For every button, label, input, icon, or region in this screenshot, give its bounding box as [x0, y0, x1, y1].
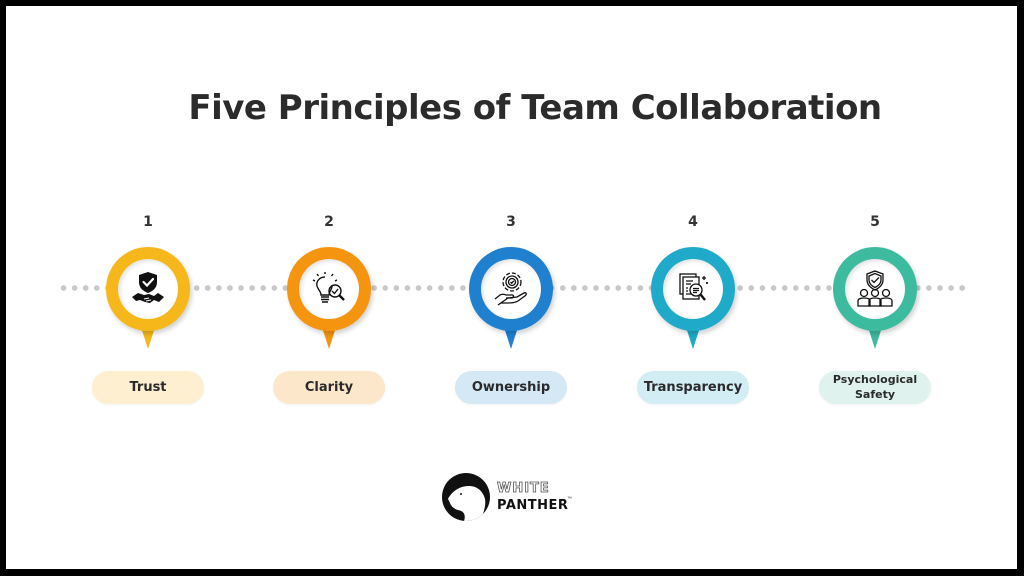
slide: Five Principles of Team Collaboration 1 … — [6, 6, 1017, 569]
principle-ownership: 3 Ownership — [431, 206, 591, 416]
pin-marker — [833, 247, 917, 351]
white-panther-logo: WHITE PANTHER ™ — [442, 473, 582, 525]
principle-label: Transparency — [637, 371, 749, 404]
logo-text-white: WHITE — [497, 481, 550, 497]
pin-marker — [651, 247, 735, 351]
step-number: 5 — [870, 214, 880, 230]
shield-team-icon — [857, 270, 893, 307]
step-number: 1 — [143, 214, 153, 230]
pin-marker — [469, 247, 553, 351]
principle-psychological-safety: 5 Psychological Safety — [795, 206, 955, 416]
lightbulb-magnifier-icon — [312, 272, 345, 303]
step-number: 2 — [324, 214, 334, 230]
principle-label: Clarity — [273, 371, 385, 404]
principle-label: Ownership — [455, 371, 567, 404]
page-title: Five Principles of Team Collaboration — [188, 88, 882, 128]
logo-text-panther: PANTHER — [497, 498, 569, 513]
documents-magnifier-icon — [679, 273, 708, 301]
pin-marker — [287, 247, 371, 351]
shield-handshake-icon — [132, 272, 164, 303]
trademark: ™ — [567, 496, 572, 502]
principle-label: Trust — [92, 371, 204, 404]
panther-icon — [442, 473, 490, 521]
step-number: 4 — [688, 214, 698, 230]
principle-transparency: 4 Transparency — [613, 206, 773, 416]
step-number: 3 — [506, 214, 516, 230]
principle-clarity: 2 Clarity — [249, 206, 409, 416]
pin-marker — [106, 247, 190, 351]
hand-gear-icon — [494, 272, 527, 306]
principle-label: Psychological Safety — [819, 371, 931, 404]
principle-trust: 1 Trust — [68, 206, 228, 416]
